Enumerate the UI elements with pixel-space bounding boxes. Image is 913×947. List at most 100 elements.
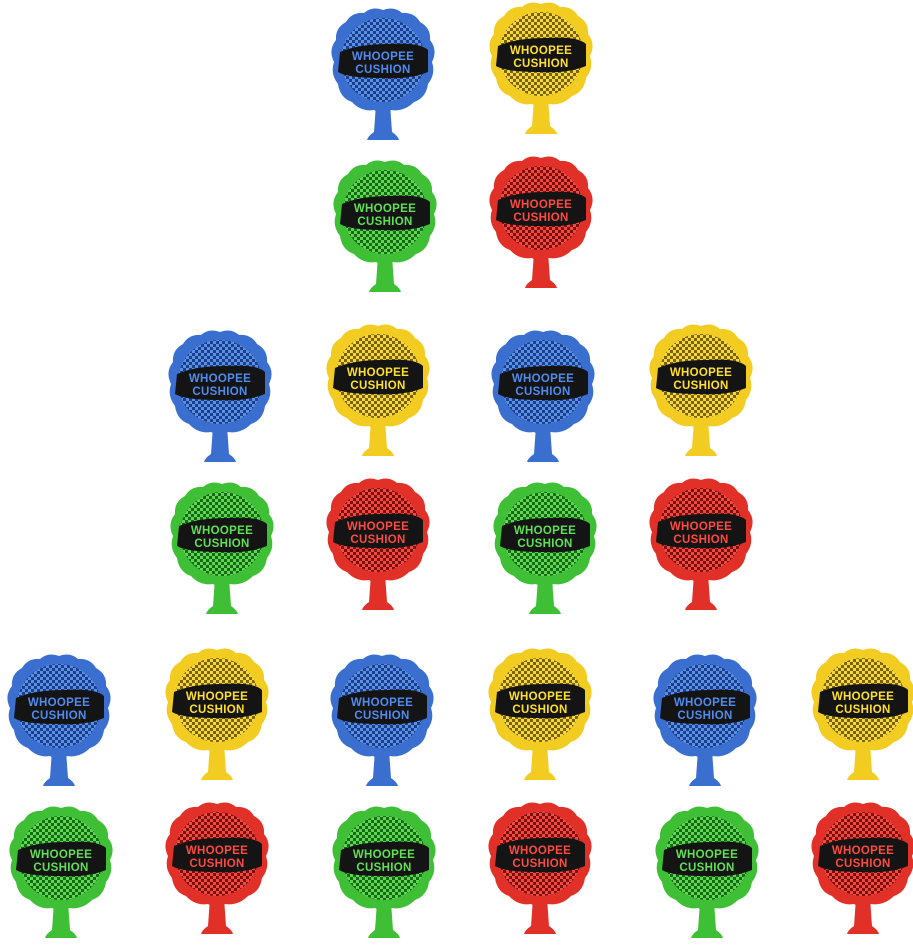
label-line2: CUSHION (354, 710, 409, 722)
label-plate (656, 359, 746, 395)
label-plate (498, 365, 588, 401)
cushion-nozzle (685, 420, 717, 456)
label-line1: WHOOPEE (832, 845, 894, 857)
label-line1: WHOOPEE (28, 697, 90, 709)
label-line2: CUSHION (350, 534, 405, 546)
label-plate (660, 689, 750, 725)
label-line1: WHOOPEE (186, 691, 248, 703)
label-plate (172, 837, 262, 873)
label-line2: CUSHION (835, 858, 890, 870)
label-plate (16, 841, 106, 877)
cushion-nozzle (206, 578, 238, 614)
label-line1: WHOOPEE (351, 697, 413, 709)
cushion-nozzle (847, 744, 879, 780)
label-plate (339, 841, 429, 877)
label-plate (496, 37, 586, 73)
label-line2: CUSHION (31, 710, 86, 722)
cushion-nozzle (847, 898, 879, 934)
label-plate (818, 837, 908, 873)
cushion-nozzle (201, 744, 233, 780)
label-line2: CUSHION (835, 704, 890, 716)
label-line1: WHOOPEE (676, 849, 738, 861)
label-line2: CUSHION (677, 710, 732, 722)
label-plate (496, 191, 586, 227)
cushion-nozzle (367, 104, 399, 140)
label-line1: WHOOPEE (186, 845, 248, 857)
label-plate (818, 683, 908, 719)
label-line2: CUSHION (513, 212, 568, 224)
label-line2: CUSHION (512, 858, 567, 870)
label-line1: WHOOPEE (353, 849, 415, 861)
label-plate (175, 365, 265, 401)
label-line1: WHOOPEE (347, 367, 409, 379)
label-plate (14, 689, 104, 725)
label-line1: WHOOPEE (670, 367, 732, 379)
cushion-nozzle (362, 574, 394, 610)
label-line1: WHOOPEE (514, 525, 576, 537)
cushion-nozzle (525, 252, 557, 288)
label-line1: WHOOPEE (832, 691, 894, 703)
cushion-nozzle (362, 420, 394, 456)
label-line2: CUSHION (513, 58, 568, 70)
label-line2: CUSHION (515, 386, 570, 398)
label-line2: CUSHION (356, 862, 411, 874)
cushion-nozzle (691, 902, 723, 938)
label-plate (333, 359, 423, 395)
label-line1: WHOOPEE (191, 525, 253, 537)
cushion-nozzle (201, 898, 233, 934)
cushion-nozzle (366, 750, 398, 786)
label-plate (495, 837, 585, 873)
label-line1: WHOOPEE (509, 845, 571, 857)
cushion-nozzle (369, 256, 401, 292)
label-line2: CUSHION (33, 862, 88, 874)
cushion-nozzle (524, 744, 556, 780)
label-plate (495, 683, 585, 719)
label-plate (337, 689, 427, 725)
label-plate (662, 841, 752, 877)
label-line2: CUSHION (355, 64, 410, 76)
cushion-nozzle (45, 902, 77, 938)
cushion-nozzle (525, 98, 557, 134)
label-plate (177, 517, 267, 553)
cushion-nozzle (527, 426, 559, 462)
label-line1: WHOOPEE (30, 849, 92, 861)
label-plate (338, 43, 428, 79)
label-plate (172, 683, 262, 719)
label-line2: CUSHION (189, 704, 244, 716)
label-plate (340, 195, 430, 231)
label-line2: CUSHION (350, 380, 405, 392)
